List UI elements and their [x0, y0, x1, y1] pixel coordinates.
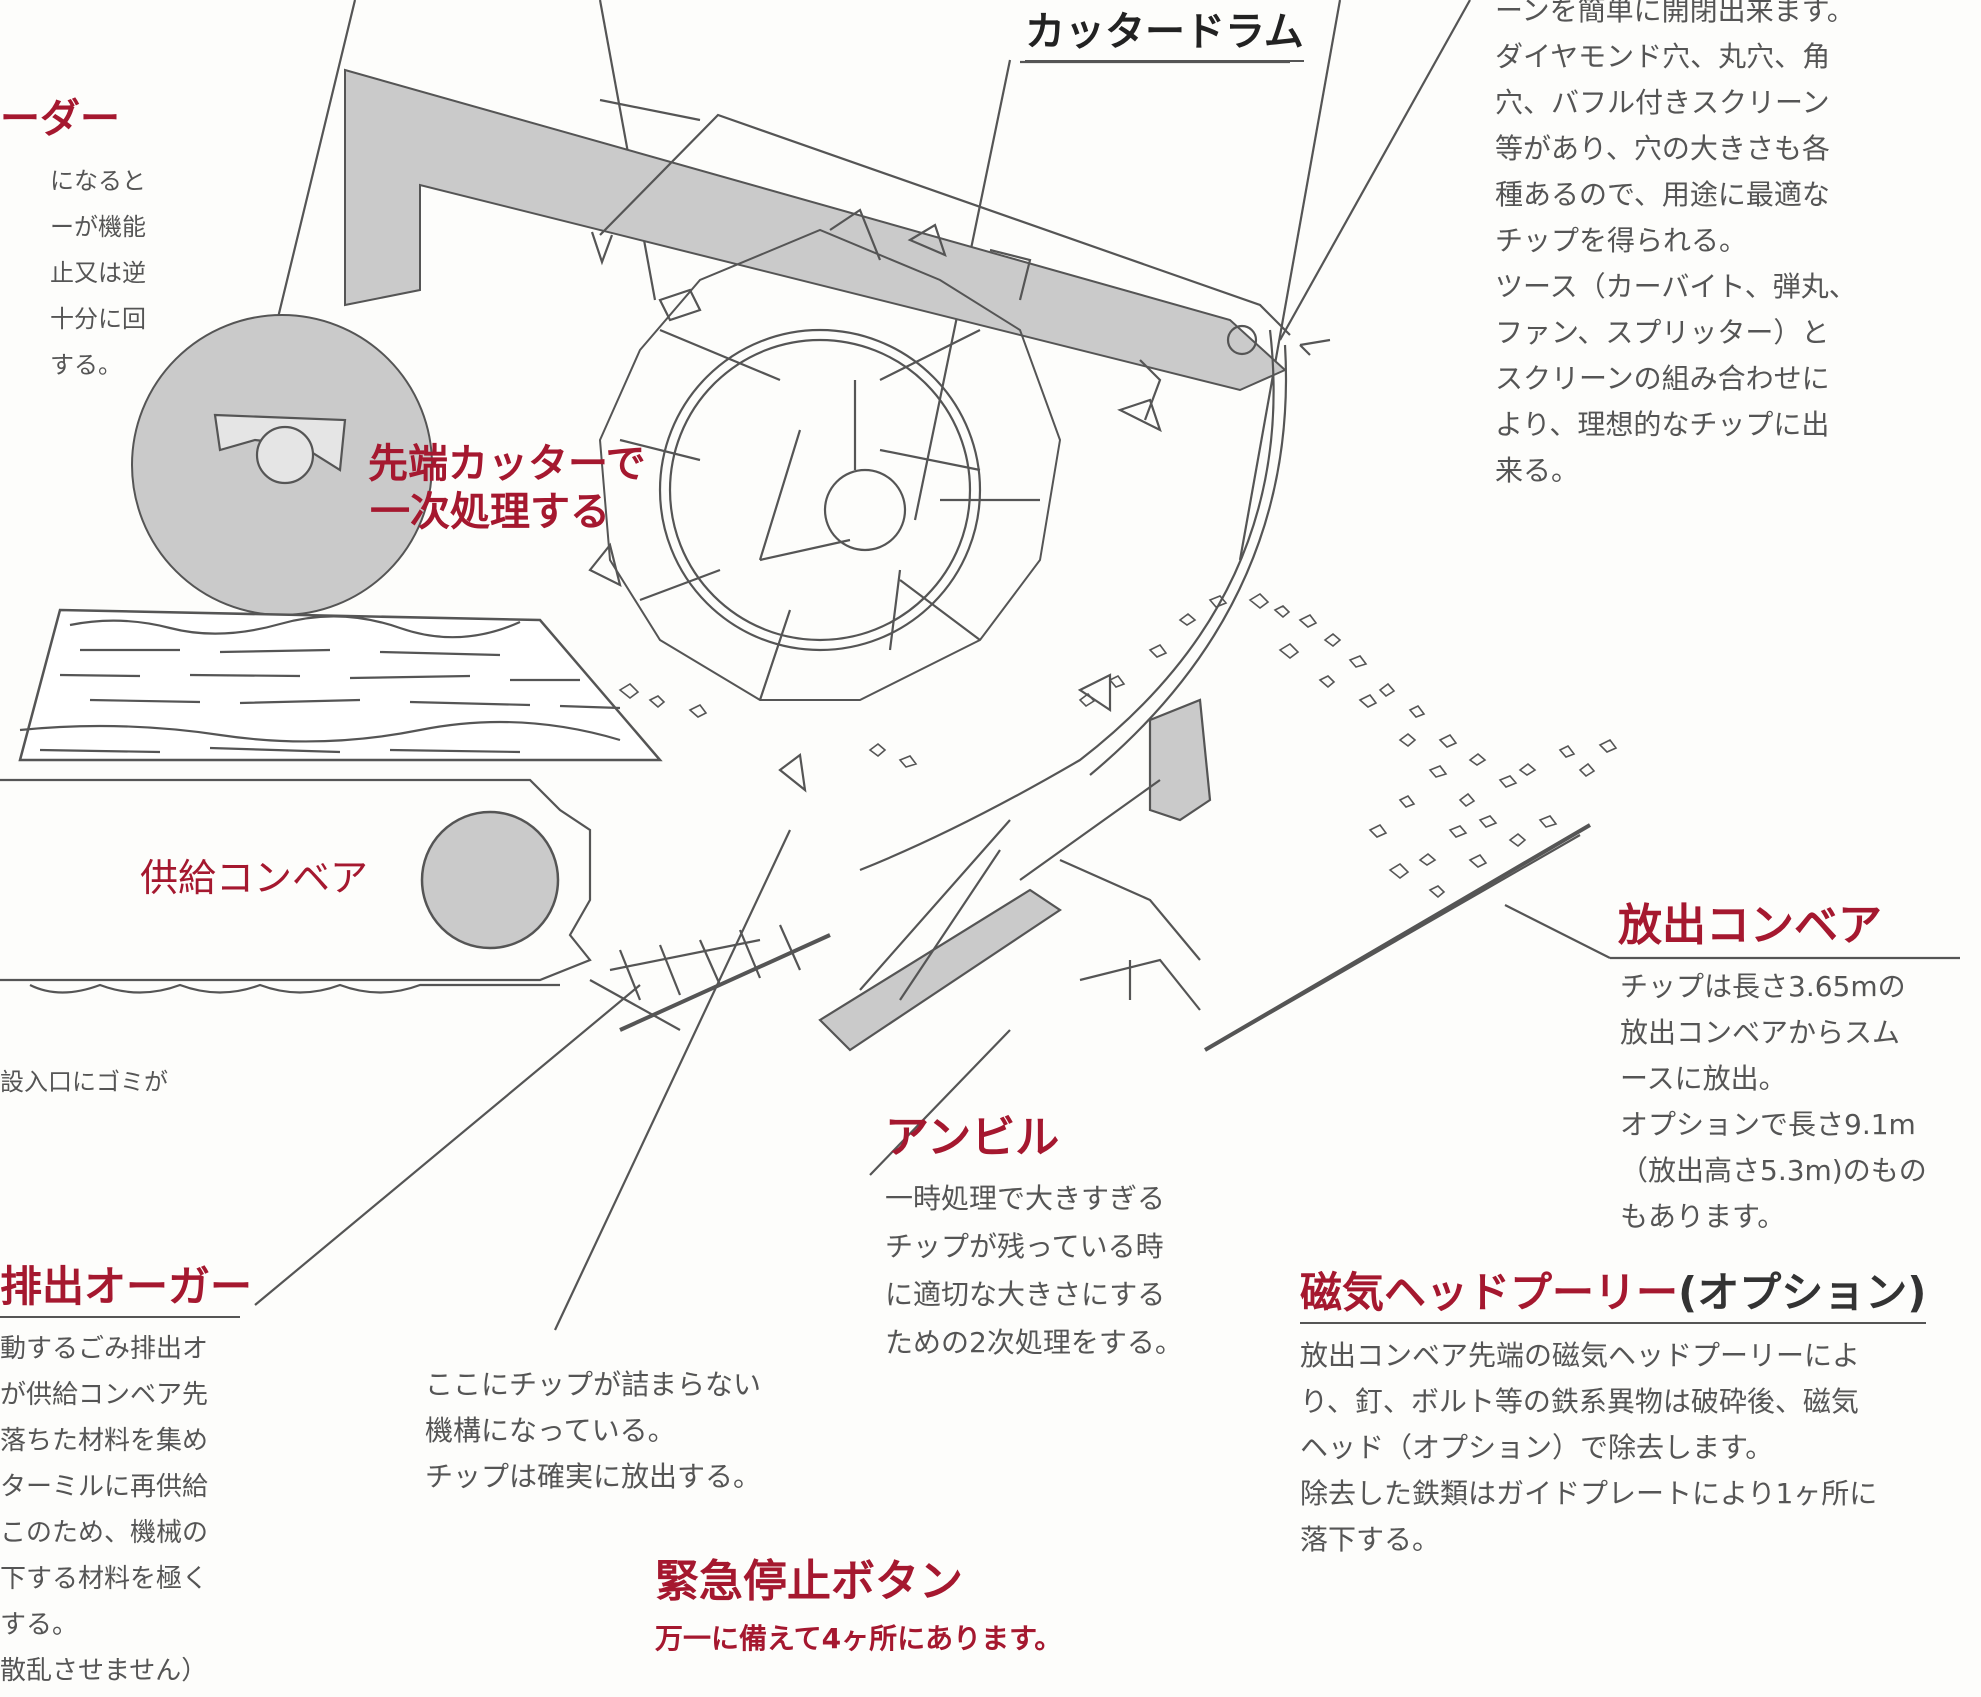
discharge-conveyor	[1079, 823, 1592, 1052]
cutter-drum-label: カッタードラム	[1025, 8, 1304, 62]
magnetic-pulley-label: 磁気ヘッドプーリー(オプション)	[1300, 1268, 1927, 1325]
screen-description: ーンを簡単に開閉出来ます。 ダイヤモンド穴、丸穴、角 穴、バフル付きスクリーン …	[1495, 0, 1857, 487]
auger-label: 排出オーガー	[0, 1262, 252, 1319]
feeder-arm	[344, 68, 1287, 392]
hood-frame	[599, 113, 1291, 336]
magnetic-pulley-option: (オプション)	[1678, 1268, 1927, 1317]
emergency-stop-label: 緊急停止ボタン	[655, 1556, 963, 1607]
magnetic-pulley-description: 放出コンベア先端の磁気ヘッドプーリーによ り、釘、ボルト等の鉄系異物は破砕後、磁…	[1300, 1339, 1878, 1556]
feed-conveyor	[0, 778, 592, 994]
discharge-conveyor-description: チップは長さ3.65mの 放出コンベアからスム ースに放出。 オプションで長さ9…	[1620, 970, 1927, 1233]
auger-description: 動するごみ排出オ が供給コンベア先 落ちた材料を集め ターミルに再供給 このため…	[0, 1334, 209, 1686]
anvil	[818, 888, 1062, 1052]
wood-chips	[618, 592, 1618, 899]
intake-text-fragment: 設入口にゴミが	[0, 1068, 168, 1096]
feeder-description: になると ーが機能 止又は逆 十分に回 する。	[50, 167, 146, 379]
anvil-description: 一時処理で大きすぎる チップが残っている時 に適切な大きさにする ための2次処理…	[885, 1182, 1183, 1359]
discharge-auger	[589, 924, 802, 1031]
magnetic-pulley-title: 磁気ヘッドプーリー	[1300, 1268, 1679, 1317]
feed-conveyor-label: 供給コンベア	[140, 856, 369, 900]
wood-log	[18, 608, 663, 762]
primary-cut-label-line1: 先端カッターで	[368, 441, 646, 487]
screen	[859, 329, 1275, 872]
cutter-drum	[588, 208, 1162, 793]
anvil-label: アンビル	[885, 1112, 1060, 1163]
feeder-label: ーダー	[0, 96, 120, 142]
primary-cut-label-line2: 一次処理する	[370, 489, 610, 535]
chip-clog-description: ここにチップが詰まらない 機構になっている。 チップは確実に放出する。	[425, 1368, 762, 1493]
leader-lines	[254, 0, 1960, 1331]
emergency-stop-sublabel: 万一に備えて4ヶ所にあります。	[655, 1622, 1063, 1655]
discharge-conveyor-label: 放出コンベア	[1618, 900, 1882, 951]
